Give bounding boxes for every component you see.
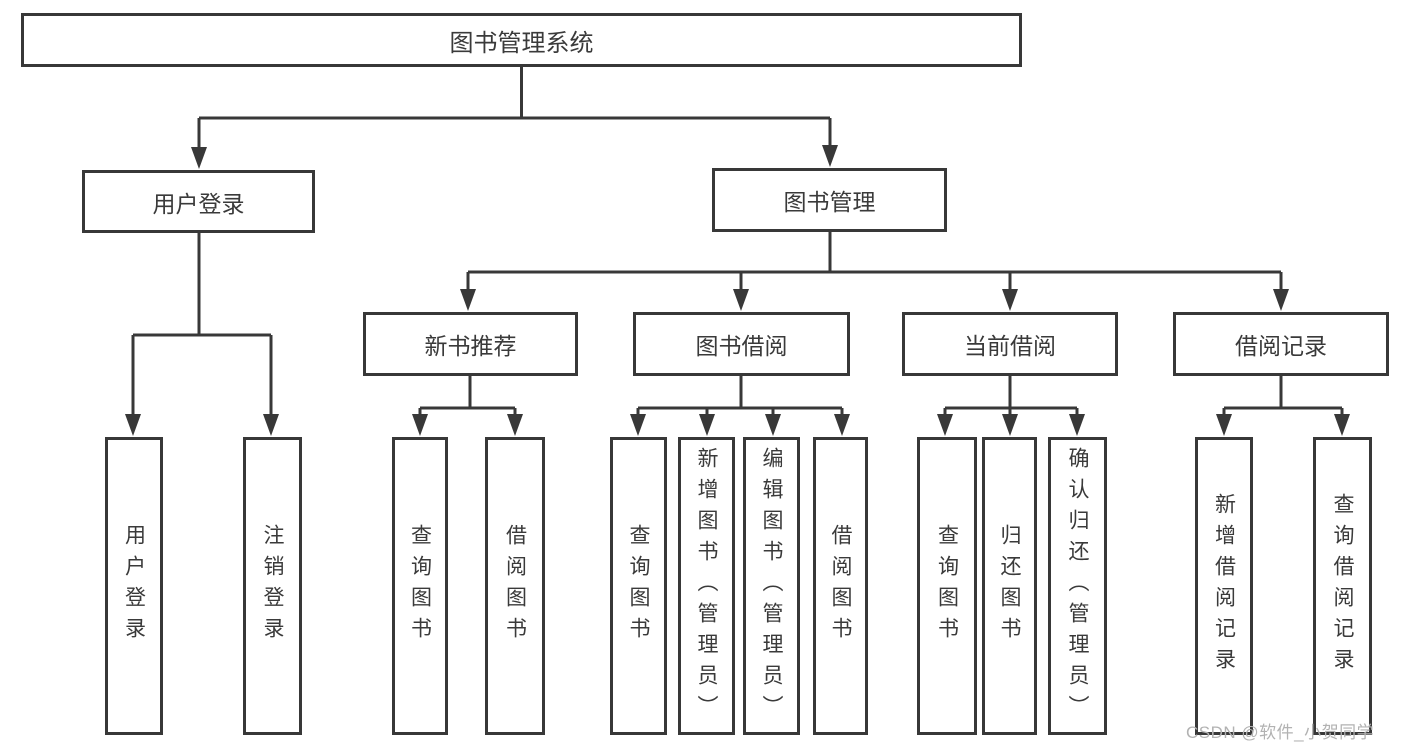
tree-branch-lines xyxy=(133,67,1342,410)
leaf-label: 归还图书 xyxy=(998,524,1021,648)
leaf-label: 查询图书 xyxy=(627,524,650,648)
leaf-query-books-current: 查询图书 xyxy=(917,437,977,735)
leaf-edit-books-admin: 编辑图书（管理员） xyxy=(743,437,800,735)
leaf-query-books-borrow: 查询图书 xyxy=(610,437,667,735)
leaf-label: 查询图书 xyxy=(408,524,432,648)
leaf-label: 新增借阅记录 xyxy=(1212,493,1236,679)
arrow-stems xyxy=(131,118,1344,416)
node-root-label: 图书管理系统 xyxy=(449,29,594,57)
leaf-label: 查询借阅记录 xyxy=(1331,493,1354,679)
leaf-label: 借阅图书 xyxy=(829,524,852,648)
leaf-label: 确认归还（管理员） xyxy=(1066,446,1089,726)
node-current-borrowing: 当前借阅 xyxy=(902,312,1118,376)
leaf-add-borrow-record: 新增借阅记录 xyxy=(1195,437,1253,735)
node-label: 用户登录 xyxy=(152,190,245,217)
leaf-label: 用户登录 xyxy=(122,524,146,648)
leaf-label: 借阅图书 xyxy=(503,524,527,648)
arrowheads xyxy=(125,145,1350,436)
node-label: 当前借阅 xyxy=(964,333,1056,359)
leaf-user-login: 用户登录 xyxy=(105,437,163,735)
leaf-borrow-books: 借阅图书 xyxy=(813,437,868,735)
leaf-label: 新增图书（管理员） xyxy=(695,446,718,726)
leaf-borrow-books-recommend: 借阅图书 xyxy=(485,437,545,735)
node-label: 借阅记录 xyxy=(1235,333,1327,359)
node-book-borrowing: 图书借阅 xyxy=(633,312,850,376)
leaf-label: 注销登录 xyxy=(261,524,284,648)
node-label: 图书管理 xyxy=(783,189,876,215)
leaf-confirm-return-admin: 确认归还（管理员） xyxy=(1048,437,1107,735)
leaf-label: 编辑图书（管理员） xyxy=(760,446,783,726)
leaf-label: 查询图书 xyxy=(935,524,959,648)
node-label: 新书推荐 xyxy=(424,333,517,359)
leaf-return-books: 归还图书 xyxy=(982,437,1037,735)
node-borrowing-records: 借阅记录 xyxy=(1173,312,1389,376)
node-book-management: 图书管理 xyxy=(712,168,947,232)
node-user-login: 用户登录 xyxy=(82,170,315,233)
leaf-add-books-admin: 新增图书（管理员） xyxy=(678,437,735,735)
leaf-logout: 注销登录 xyxy=(243,437,302,735)
node-label: 图书借阅 xyxy=(695,333,788,359)
csdn-watermark: CSDN @软件_小贺同学 xyxy=(1186,723,1375,742)
node-new-book-recommendation: 新书推荐 xyxy=(363,312,578,376)
leaf-query-borrow-record: 查询借阅记录 xyxy=(1313,437,1372,735)
node-root: 图书管理系统 xyxy=(21,13,1022,67)
leaf-query-books-recommend: 查询图书 xyxy=(392,437,448,735)
